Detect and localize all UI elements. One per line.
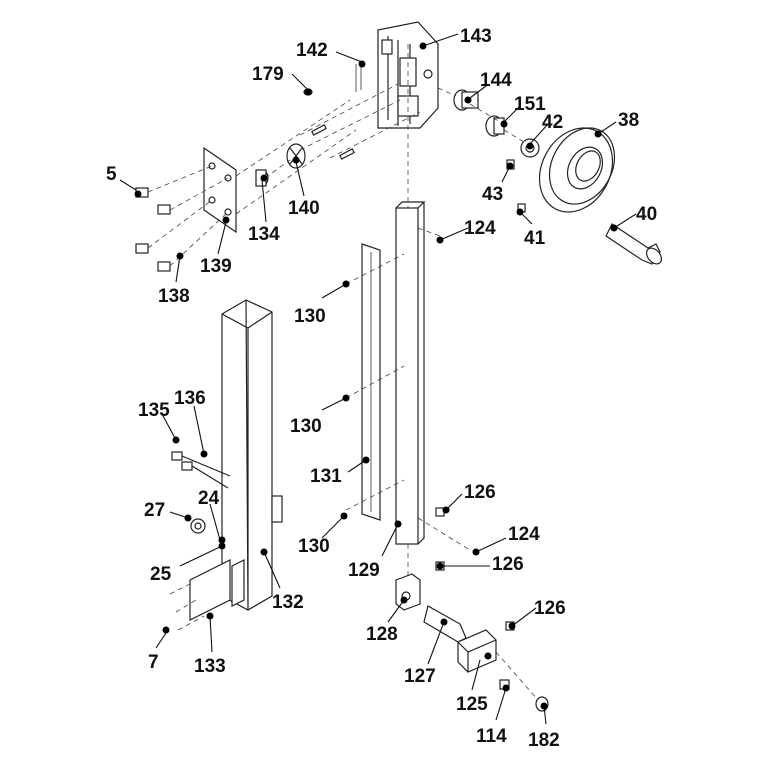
callout-133: 133 — [194, 656, 226, 677]
callout-41: 41 — [524, 228, 546, 249]
callout-25: 25 — [150, 564, 172, 585]
callout-labels: 143 142 179 144 151 42 38 5 140 134 139 … — [106, 26, 657, 751]
callout-128: 128 — [366, 624, 398, 645]
callout-182: 182 — [528, 730, 560, 751]
callout-42: 42 — [542, 112, 563, 133]
callout-139: 139 — [200, 256, 232, 277]
callout-40: 40 — [636, 204, 657, 225]
callout-130-bottom: 130 — [298, 536, 330, 557]
callout-179: 179 — [252, 64, 284, 85]
callout-135: 135 — [138, 400, 170, 421]
callout-140: 140 — [288, 198, 320, 219]
callout-132: 132 — [272, 592, 304, 613]
callout-126-mid: 126 — [492, 554, 524, 575]
plate-139 — [203, 146, 237, 234]
block-125 — [457, 629, 497, 673]
callout-124-top: 124 — [464, 218, 496, 239]
callout-127: 127 — [404, 666, 436, 687]
handle-40 — [605, 223, 662, 265]
callout-131: 131 — [310, 466, 342, 487]
leader-dots — [134, 42, 618, 710]
block-128 — [395, 573, 421, 611]
bushing-27 — [190, 518, 206, 534]
callout-124-bottom: 124 — [508, 524, 540, 545]
callout-144: 144 — [480, 70, 512, 91]
callout-5: 5 — [106, 164, 117, 185]
bolts-135-136 — [171, 451, 231, 489]
callout-129: 129 — [348, 560, 380, 581]
plate-133 — [189, 559, 245, 621]
callout-43: 43 — [482, 184, 503, 205]
callout-130-top: 130 — [294, 306, 326, 327]
callout-136: 136 — [174, 388, 206, 409]
rack-131 — [361, 243, 381, 521]
callout-143: 143 — [460, 26, 492, 47]
shaft-144 — [437, 87, 479, 111]
callout-130-mid: 130 — [290, 416, 322, 437]
callout-24: 24 — [198, 488, 220, 509]
outer-column-132 — [221, 299, 283, 611]
callout-142: 142 — [296, 40, 328, 61]
column-129 — [395, 201, 426, 545]
callout-151: 151 — [514, 94, 546, 115]
callout-138: 138 — [158, 286, 190, 307]
callout-126-top: 126 — [464, 482, 496, 503]
callout-38: 38 — [618, 110, 639, 131]
callout-126-bottom: 126 — [534, 598, 566, 619]
callout-125: 125 — [456, 694, 488, 715]
callout-27: 27 — [144, 500, 165, 521]
callout-114: 114 — [476, 726, 507, 747]
callout-134: 134 — [248, 224, 280, 245]
callout-7: 7 — [148, 652, 159, 673]
